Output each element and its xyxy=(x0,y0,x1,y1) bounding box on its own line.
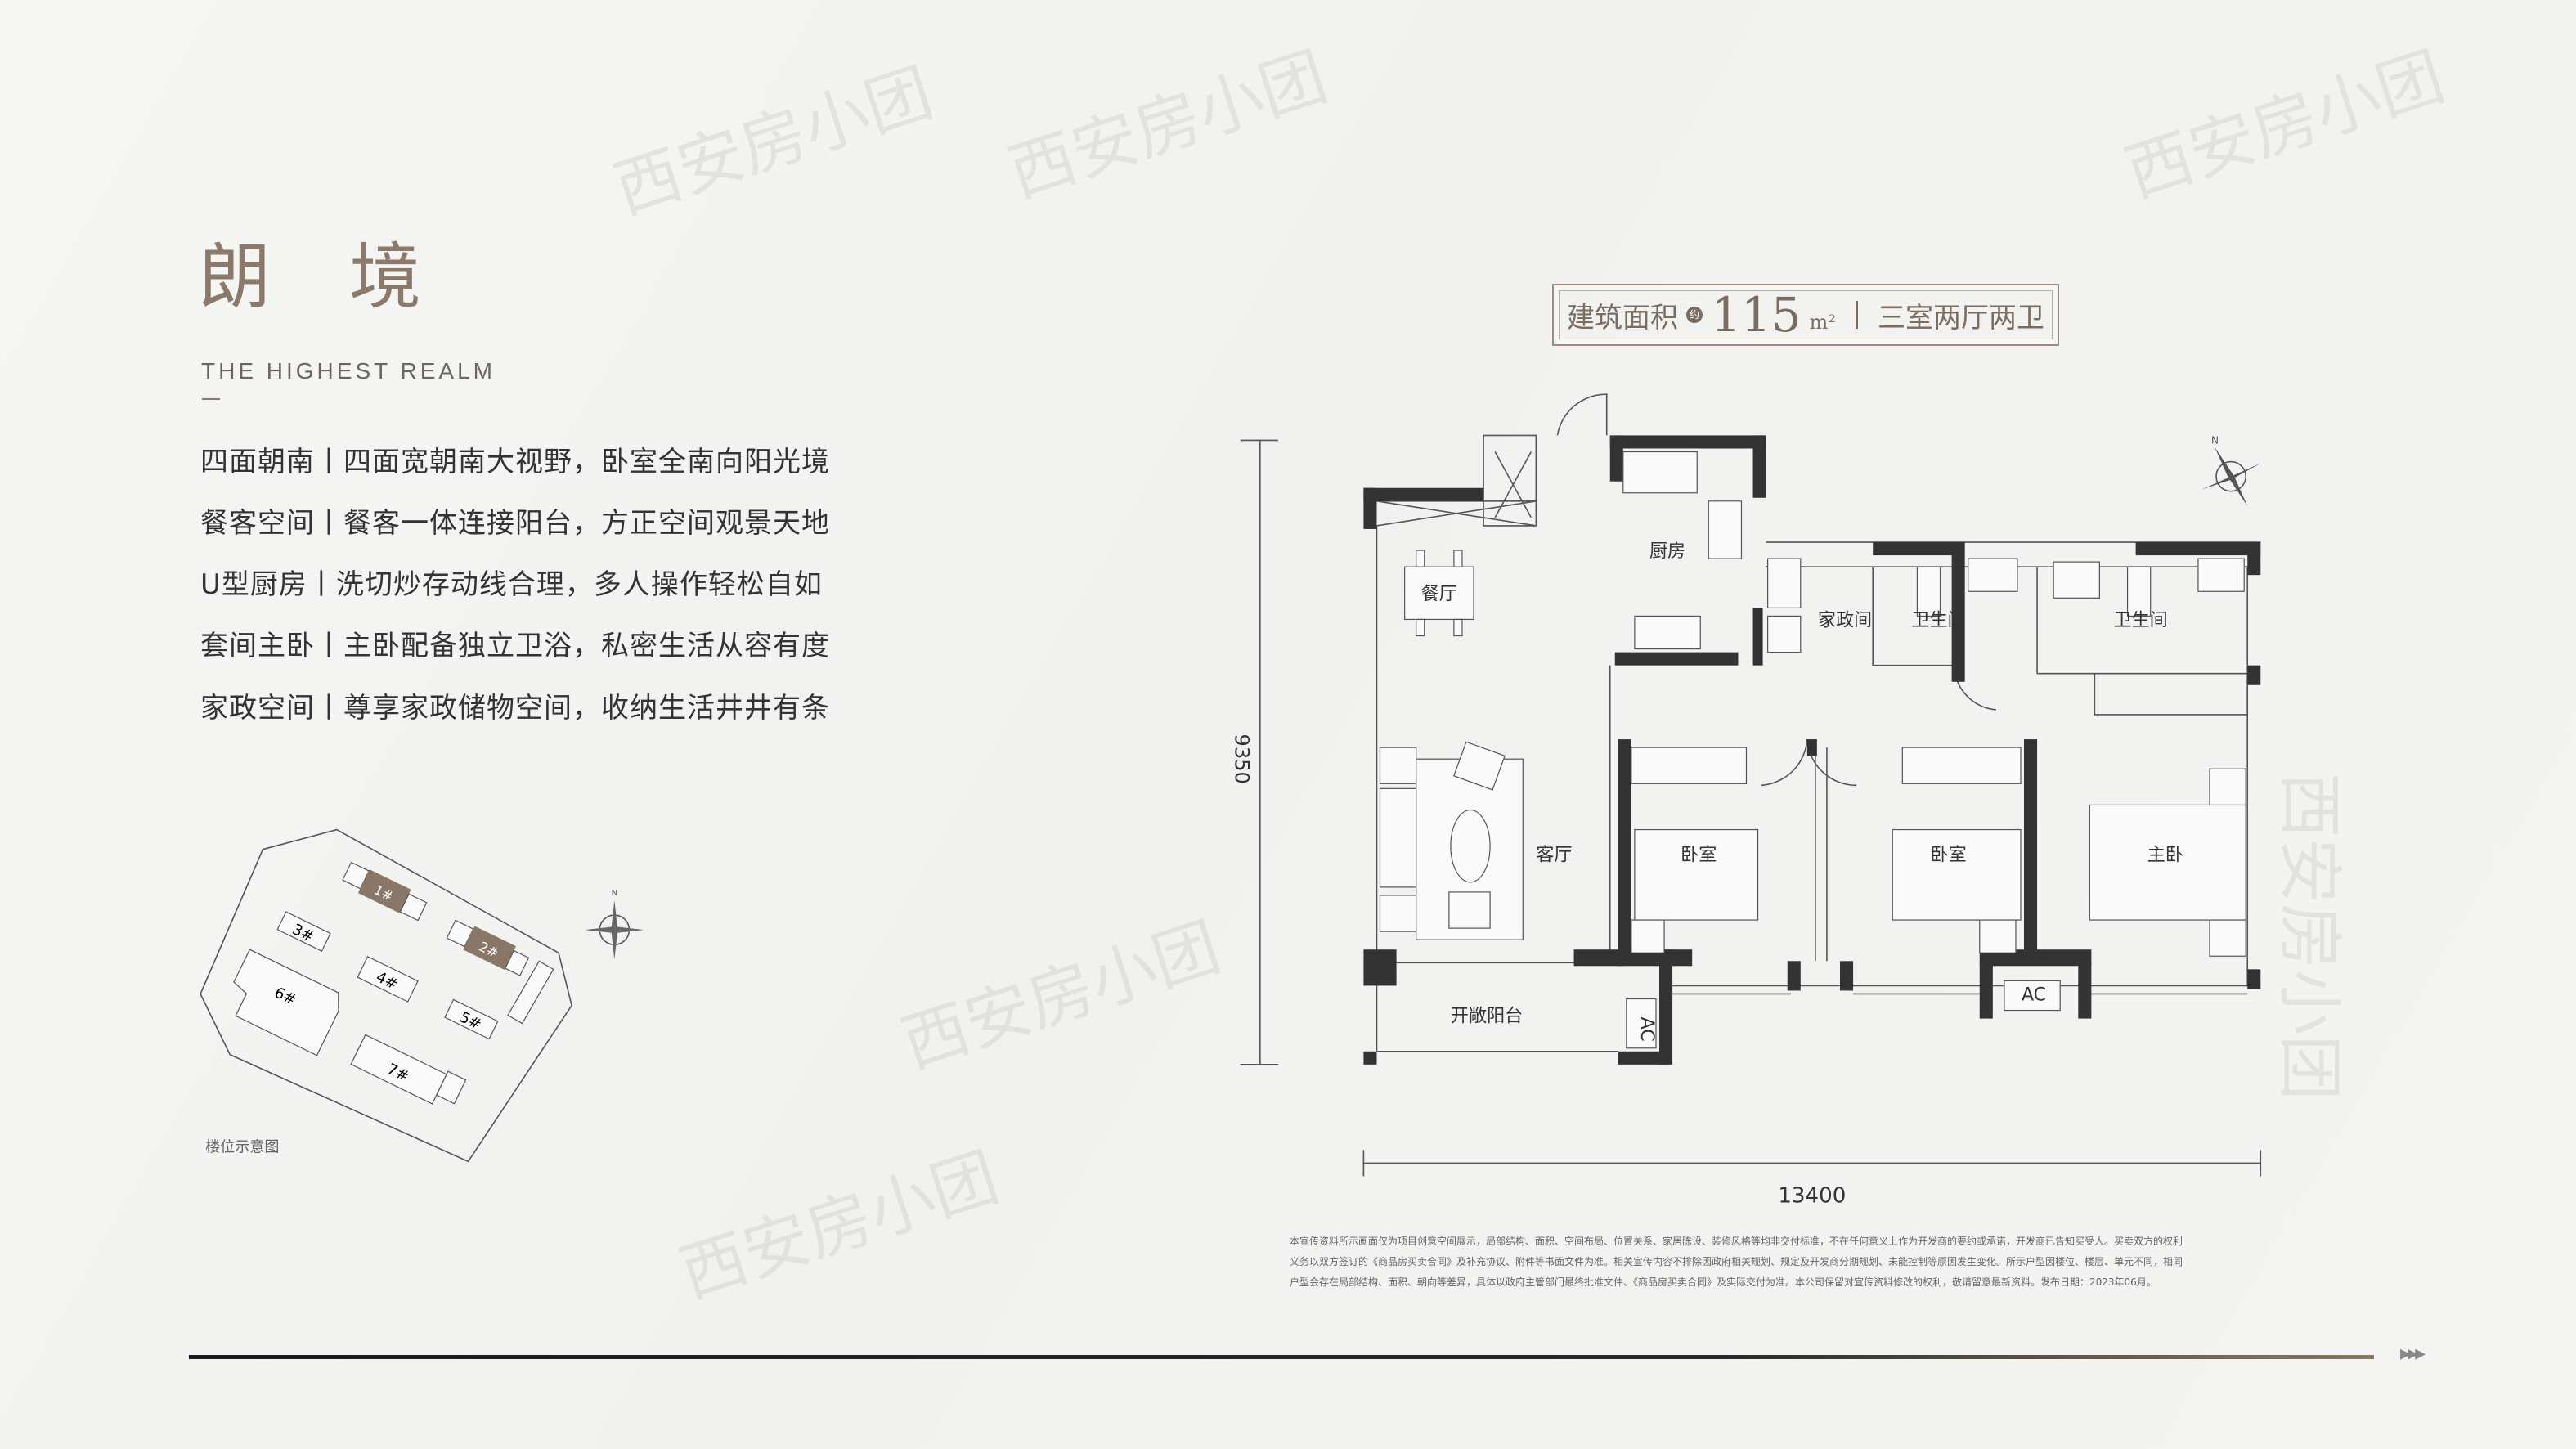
compass-icon: N xyxy=(2201,434,2261,506)
site-plan-caption: 楼位示意图 xyxy=(205,1138,279,1155)
disclaimer-line: 户型会存在局部结构、面积、朝向等差异，具体以政府主管部门最终批准文件、《商品房买… xyxy=(1290,1276,2156,1288)
building-3[interactable]: 3# xyxy=(276,911,331,952)
page-subtitle: THE HIGHEST REALM xyxy=(201,358,496,384)
page-title: 朗 境 xyxy=(199,235,449,319)
room-label-bedroom: 卧室 xyxy=(1931,845,1967,866)
watermark: 西安房小团 xyxy=(671,1138,1008,1313)
svg-text:N: N xyxy=(612,889,618,898)
separator xyxy=(1856,301,1859,329)
title-divider xyxy=(202,398,220,400)
room-label-bedroom: 卧室 xyxy=(1681,845,1717,866)
watermark: 西安房小团 xyxy=(2116,38,2453,213)
room-label-bathroom: 卫生间 xyxy=(2114,609,2168,630)
room-label-kitchen: 厨房 xyxy=(1649,541,1685,562)
unit-info-box: 建筑面积 约 115 m² 三室两厅两卫 xyxy=(1552,284,2059,346)
ac-label: AC xyxy=(2022,985,2046,1006)
building-2-wing xyxy=(507,960,554,1025)
site-plan: 1# 2# 3# 4# 5# 6# 7# N 楼位示意图 xyxy=(200,828,644,1163)
width-dimension: 13400 xyxy=(1778,1184,1846,1209)
watermark: 西安房小团 xyxy=(2271,772,2348,1101)
room-label-living: 客厅 xyxy=(1536,845,1572,866)
building-4[interactable]: 4# xyxy=(357,955,419,1003)
room-label-utility: 家政间 xyxy=(1818,609,1872,630)
watermark: 西安房小团 xyxy=(605,54,941,229)
disclaimer-line: 义务以双方签订的《商品房买卖合同》及补充协议、附件等书面文件为准。相关宣传内容不… xyxy=(1290,1256,2183,1267)
feature-line: U型厨房丨洗切炒存动线合理，多人操作轻松自如 xyxy=(200,568,823,601)
layout-label: 三室两厅两卫 xyxy=(1878,301,2045,334)
room-label-bathroom: 卫生间 xyxy=(1911,609,1965,630)
feature-line: 套间主卧丨主卧配备独立卫浴，私密生活从容有度 xyxy=(200,630,830,662)
approx-badge: 约 xyxy=(1685,307,1703,323)
watermarks: 西安房小团 西安房小团 西安房小团 西安房小团 西安房小团 西安房小团 xyxy=(605,38,2453,1313)
area-unit: m² xyxy=(1809,311,1837,334)
svg-text:N: N xyxy=(2211,434,2219,446)
room-label-dining: 餐厅 xyxy=(1421,583,1457,604)
building-6[interactable]: 6# xyxy=(221,949,346,1056)
bottom-divider xyxy=(189,1355,2374,1359)
room-label-master-bedroom: 主卧 xyxy=(2147,845,2183,866)
walls xyxy=(1363,435,2261,1065)
feature-line: 四面朝南丨四面宽朝南大视野，卧室全南向阳光境 xyxy=(200,446,830,478)
building-1[interactable]: 1# xyxy=(340,861,429,922)
building-2[interactable]: 2# xyxy=(446,917,531,977)
furniture xyxy=(1379,451,2246,1049)
site-boundary xyxy=(200,828,572,1163)
area-label: 建筑面积 xyxy=(1566,301,1678,334)
next-arrows-icon[interactable]: ▸▸▸ xyxy=(2400,1341,2426,1366)
building-7[interactable]: 7# xyxy=(350,1032,467,1113)
watermark: 西安房小团 xyxy=(999,38,1335,213)
feature-line: 家政空间丨尊享家政储物空间，收纳生活井井有条 xyxy=(200,692,830,724)
area-value: 115 xyxy=(1710,287,1802,343)
building-5[interactable]: 5# xyxy=(444,998,499,1040)
compass-icon: N xyxy=(585,889,644,960)
feature-line: 餐客空间丨餐客一体连接阳台，方正空间观景天地 xyxy=(200,507,830,540)
watermark: 西安房小团 xyxy=(893,908,1229,1083)
depth-dimension: 9350 xyxy=(1231,734,1254,784)
disclaimer-line: 本宣传资料所示画面仅为项目创意空间展示，局部结构、面积、空间布局、位置关系、家居… xyxy=(1290,1236,2183,1247)
ac-label: AC xyxy=(1636,1017,1658,1042)
floor-plan: 9350 13400 xyxy=(1231,393,2262,1209)
room-label-balcony: 开敞阳台 xyxy=(1451,1006,1523,1027)
